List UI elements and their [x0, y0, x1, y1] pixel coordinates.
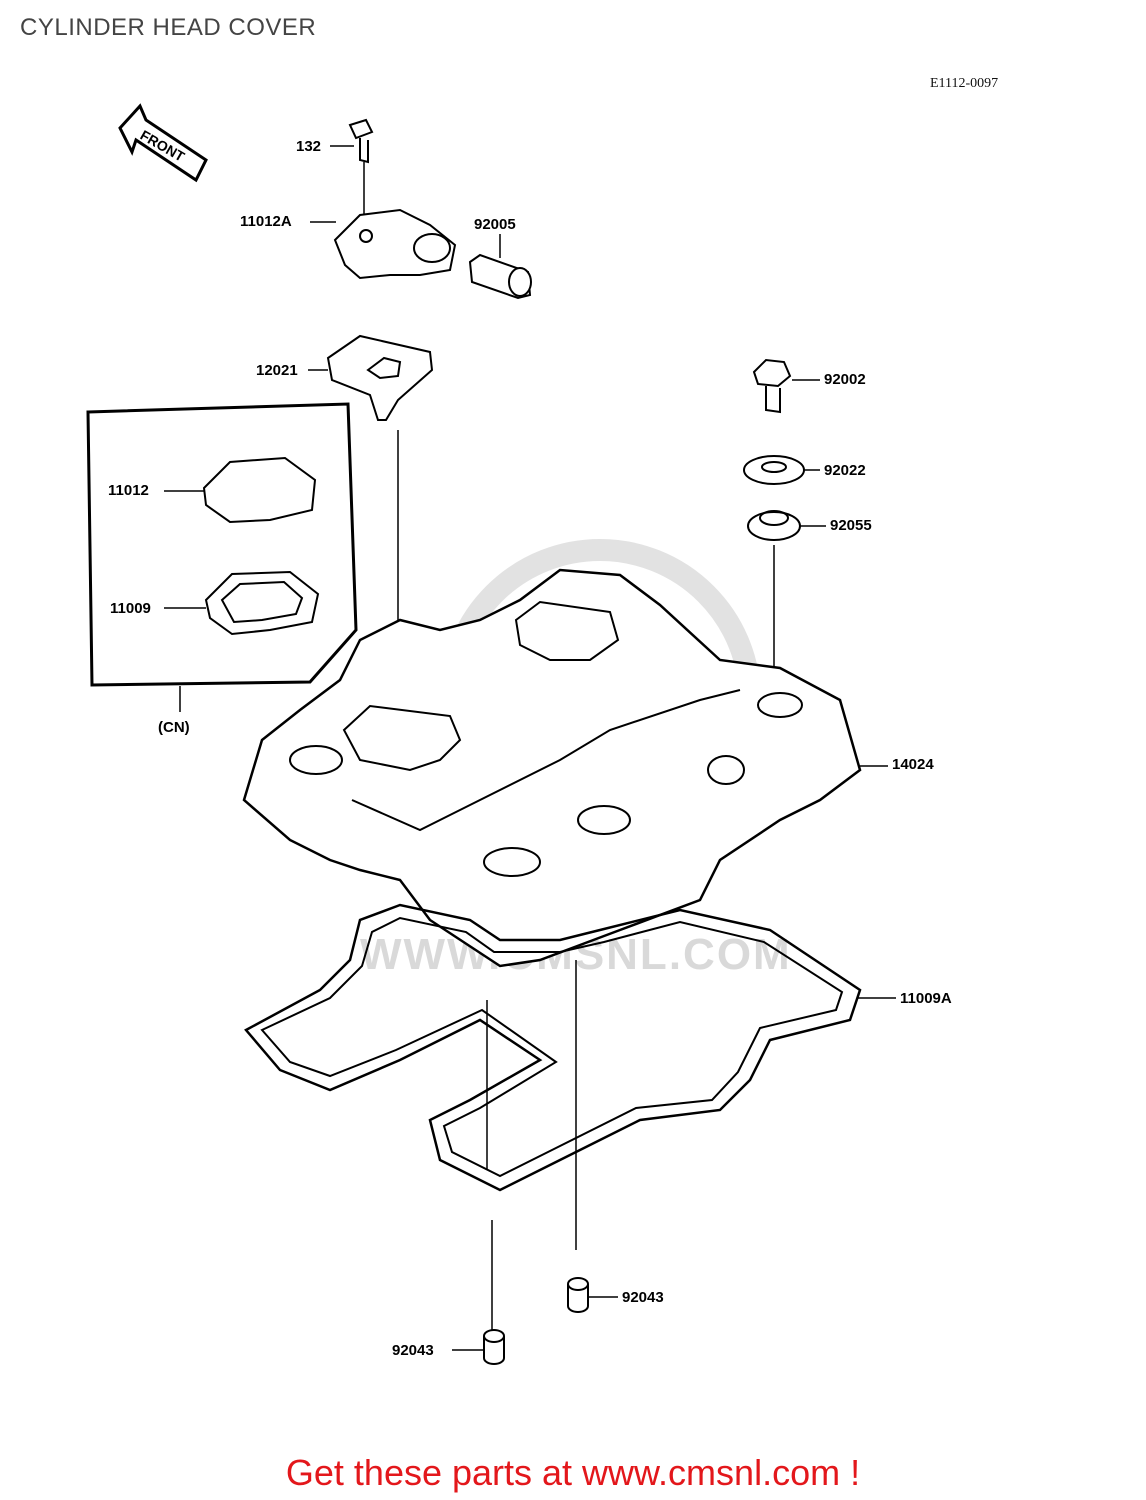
part-11012A-cover[interactable] — [333, 208, 457, 280]
label-12021: 12021 — [256, 362, 298, 379]
part-92043-dowel-lower[interactable] — [483, 1220, 505, 1365]
exploded-parts-diagram: FRONT — [86, 103, 896, 1365]
label-92043-upper: 92043 — [622, 1289, 664, 1306]
label-92005: 92005 — [474, 216, 516, 233]
part-92005-pipe[interactable] — [468, 253, 532, 300]
front-arrow-icon: FRONT — [118, 103, 208, 183]
cn-kit-box — [86, 402, 358, 712]
page-title: CYLINDER HEAD COVER — [20, 14, 317, 41]
leader-lines — [164, 145, 896, 1351]
part-92043-dowel-upper[interactable] — [567, 1277, 589, 1313]
label-132: 132 — [296, 138, 322, 155]
label-cn: (CN) — [158, 719, 190, 736]
part-11012-plate[interactable] — [202, 456, 317, 524]
part-92022-washer[interactable] — [743, 455, 805, 485]
label-11012A: 11012A — [240, 213, 292, 230]
footer-cta-link[interactable]: Get these parts at www.cmsnl.com ! — [285, 1452, 861, 1493]
label-92022: 92022 — [824, 462, 866, 479]
label-11009: 11009 — [110, 600, 151, 617]
label-92002: 92002 — [824, 371, 866, 388]
part-92002-bolt[interactable] — [752, 358, 792, 414]
diagram-code: E1112-0097 — [930, 76, 999, 91]
part-11009A-gasket[interactable] — [244, 903, 862, 1250]
label-11012: 11012 — [108, 482, 149, 499]
label-11009A: 11009A — [900, 990, 952, 1007]
label-92043-lower: 92043 — [392, 1342, 434, 1359]
label-14024: 14024 — [892, 756, 934, 773]
label-92055: 92055 — [830, 517, 872, 534]
part-14024-cylinder-head-cover[interactable] — [242, 568, 862, 968]
part-132-bolt[interactable] — [348, 118, 374, 228]
